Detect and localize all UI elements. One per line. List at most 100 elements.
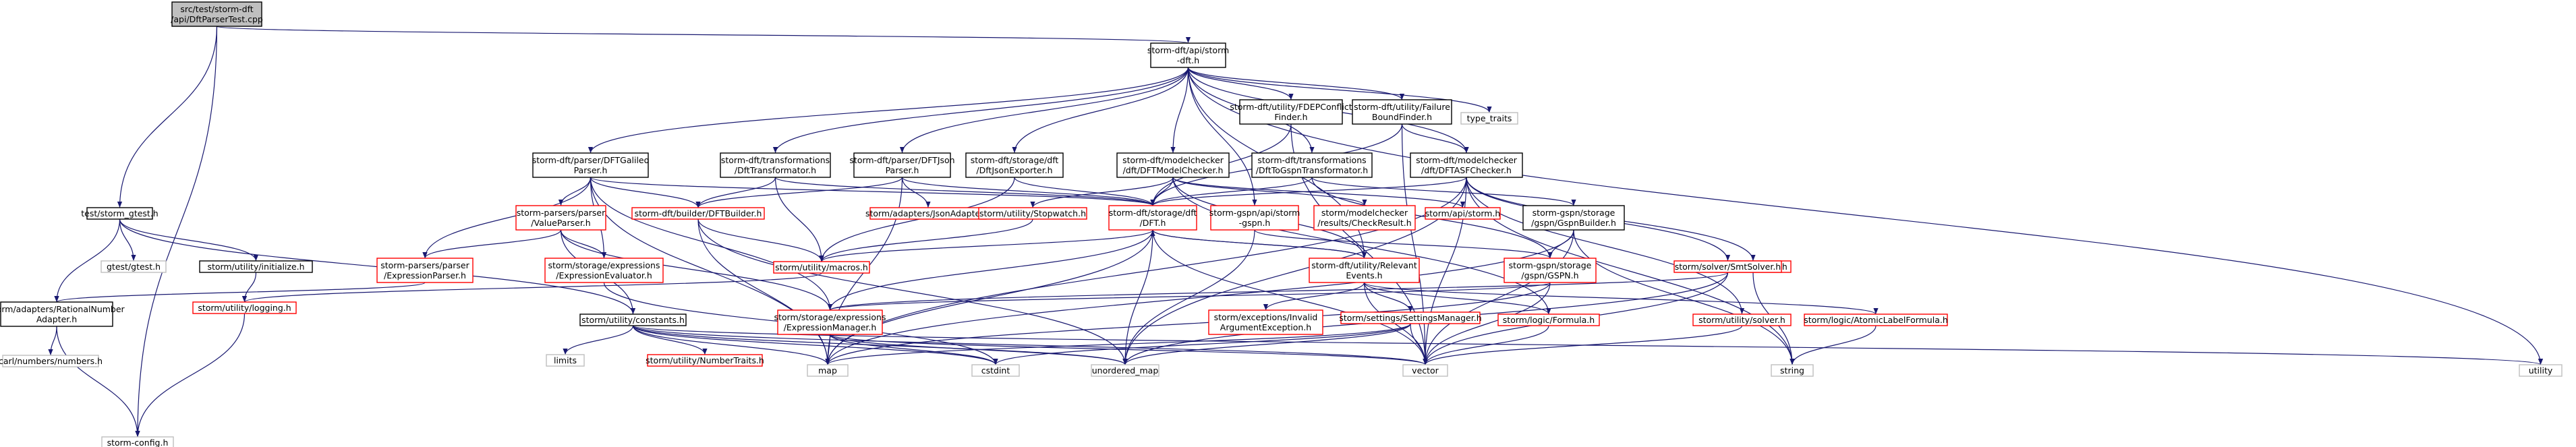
node-stopwatch[interactable]: storm/utility/Stopwatch.h — [978, 207, 1087, 220]
node-settingsmgr[interactable]: storm/settings/SettingsManager.h — [1339, 311, 1482, 324]
edge-storm_dft_h-to-dftjsonparser — [899, 67, 1189, 154]
edge-dft_h-to-vector — [1152, 229, 1428, 365]
edge-dfttransformator-to-dftbuilder — [695, 177, 776, 208]
node-box-exprparser — [376, 258, 474, 283]
node-utility[interactable]: utility — [2519, 364, 2563, 377]
node-label-gspn_h_api-line-1: storm-gspn/api/storm — [1209, 208, 1300, 218]
edge-dft_h-to-exprmanager — [827, 229, 1153, 311]
node-map[interactable]: map — [807, 364, 849, 377]
node-dfttransformator[interactable]: storm-dft/transformations/DftTransformat… — [720, 152, 831, 178]
node-numbertraits[interactable]: storm/utility/NumberTraits.h — [646, 354, 764, 367]
node-label-fdepconflict-line-1: storm-dft/utility/FDEPConflict — [1230, 102, 1352, 112]
node-dft_h[interactable]: storm-dft/storage/dft/DFT.h — [1108, 205, 1197, 231]
node-box-initialize_h — [199, 260, 313, 273]
node-label-cstdint-line-1: cstdint — [981, 365, 1010, 376]
node-label-solver_h-line-1: storm/utility/solver.h — [1698, 315, 1785, 325]
node-dftmodelchecker[interactable]: storm-dft/modelchecker/dft/DFTModelCheck… — [1116, 152, 1230, 178]
edge-exprmanager-to-cstdint — [829, 334, 998, 365]
node-storm_gtest_h[interactable]: test/storm_gtest.h — [81, 207, 159, 220]
node-label-dfttogspn-line-1: storm-dft/transformations — [1257, 155, 1366, 165]
node-gspnbuilder[interactable]: storm-gspn/storage/gspn/GspnBuilder.h — [1522, 205, 1625, 231]
edge-relevant-to-formula_h — [1363, 282, 1551, 315]
node-unordered_map[interactable]: unordered_map — [1091, 364, 1160, 377]
node-storm_config_h[interactable]: storm-config.h — [101, 436, 174, 447]
edge-storm_dft_h-to-dftgalileo — [588, 67, 1189, 154]
node-box-dfttogspn — [1251, 152, 1373, 178]
node-exprmanager[interactable]: storm/storage/expressions/ExpressionMana… — [774, 309, 886, 335]
node-box-dfttransformator — [720, 152, 831, 178]
node-dftjsonexporter[interactable]: storm-dft/storage/dft/DftJsonExporter.h — [965, 152, 1064, 178]
node-label-gspnbuilder-line-2: /gspn/GspnBuilder.h — [1531, 218, 1616, 228]
node-constants_h[interactable]: storm/utility/constants.h — [579, 314, 687, 326]
edge-dft_h-to-macros_h — [819, 229, 1153, 262]
node-atomiclabel[interactable]: storm/logic/AtomicLabelFormula.h — [1804, 314, 1948, 326]
node-smtsolver[interactable]: storm/solver/SmtSolver.h — [1673, 260, 1782, 273]
node-exprparser[interactable]: storm-parsers/parser/ExpressionParser.h — [376, 258, 474, 283]
node-box-carl_numbers — [2, 355, 99, 367]
node-label-storm_api-line-1: storm/api/storm.h — [1425, 208, 1501, 218]
node-vector[interactable]: vector — [1402, 364, 1448, 377]
node-label-atomiclabel-line-1: storm/logic/AtomicLabelFormula.h — [1804, 315, 1948, 325]
node-box-dftbuilder — [631, 207, 765, 220]
node-limits[interactable]: limits — [546, 354, 585, 367]
node-initialize_h[interactable]: storm/utility/initialize.h — [199, 260, 313, 273]
node-invalidarg[interactable]: storm/exceptions/InvalidArgumentExceptio… — [1208, 309, 1323, 335]
edge-storm_gtest_h-to-initialize_h — [119, 218, 259, 262]
node-type_traits[interactable]: type_traits — [1460, 112, 1518, 125]
node-solver_h[interactable]: storm/utility/solver.h — [1692, 314, 1792, 326]
node-box-vector — [1402, 364, 1448, 377]
edge-storm_dft_h-to-gspn_h_api — [1187, 67, 1257, 206]
node-dftasf[interactable]: storm-dft/modelchecker/dft/DFTASFChecker… — [1410, 152, 1523, 178]
node-cstdint[interactable]: cstdint — [971, 364, 1020, 377]
node-logging_h[interactable]: storm/utility/logging.h — [192, 301, 297, 314]
node-label-dfttransformator-line-2: /DftTransformator.h — [735, 165, 816, 175]
node-formula_h[interactable]: storm/logic/Formula.h — [1497, 314, 1600, 326]
node-dfttogspn[interactable]: storm-dft/transformations/DftToGspnTrans… — [1251, 152, 1373, 178]
node-gspn_h_api[interactable]: storm-gspn/api/storm-gspn.h — [1209, 205, 1300, 231]
node-jsonadapter[interactable]: storm/adapters/JsonAdapter.h — [865, 207, 991, 220]
node-expreval[interactable]: storm/storage/expressions/ExpressionEval… — [544, 258, 664, 283]
dependency-edges — [48, 26, 2544, 438]
edge-dftasf-to-solver_h — [1466, 177, 1745, 315]
node-label-type_traits-line-1: type_traits — [1467, 113, 1512, 123]
node-root[interactable]: src/test/storm-dft/api/DftParserTest.cpp — [171, 1, 263, 27]
node-label-expreval-line-1: storm/storage/expressions — [548, 260, 660, 270]
node-storm_dft_h[interactable]: storm-dft/api/storm-dft.h — [1147, 42, 1229, 68]
node-box-dftjsonparser — [853, 152, 951, 178]
node-box-cstdint — [971, 364, 1020, 377]
node-label-utility-line-1: utility — [2529, 365, 2553, 376]
node-checkresult[interactable]: storm/modelchecker/results/CheckResult.h — [1313, 205, 1416, 231]
edge-gspnbuilder-to-string — [1573, 229, 1795, 365]
node-label-failurebound-line-2: BoundFinder.h — [1372, 112, 1432, 122]
node-gspn_storage[interactable]: storm-gspn/storage/gspn/GSPN.h — [1504, 258, 1597, 283]
node-box-unordered_map — [1091, 364, 1160, 377]
edge-macros_h-to-logging_h — [242, 272, 822, 303]
node-gtest_h[interactable]: gtest/gtest.h — [101, 260, 167, 273]
node-label-smtsolver-line-1: storm/solver/SmtSolver.h — [1675, 262, 1781, 272]
node-box-type_traits — [1460, 112, 1518, 125]
node-macros_h[interactable]: storm/utility/macros.h — [773, 261, 870, 274]
node-label-rational_adapter-line-2: Adapter.h — [36, 314, 77, 324]
node-storm_api[interactable]: storm/api/storm.h — [1425, 207, 1501, 220]
node-label-dftasf-line-2: /dft/DFTASFChecker.h — [1421, 165, 1512, 175]
node-valueparser[interactable]: storm-parsers/parser/ValueParser.h — [515, 205, 606, 231]
node-label-expreval-line-2: /ExpressionEvaluator.h — [556, 270, 652, 280]
node-label-relevant-line-1: storm-dft/utility/Relevant — [1311, 260, 1417, 270]
edge-storm_dft_h-to-dfttransformator — [772, 67, 1189, 154]
node-carl_numbers[interactable]: carl/numbers/numbers.h — [0, 355, 103, 367]
node-dftbuilder[interactable]: storm-dft/builder/DFTBuilder.h — [631, 207, 765, 220]
node-label-stopwatch-line-1: storm/utility/Stopwatch.h — [979, 208, 1086, 218]
edge-settingsmgr-to-cstdint — [993, 323, 1411, 365]
edge-dftbuilder-to-macros_h — [697, 218, 824, 262]
node-string[interactable]: string — [1771, 364, 1814, 377]
node-box-gtest_h — [101, 260, 167, 273]
edge-dftjsonparser-to-jsonadapter — [901, 177, 931, 208]
node-label-dftjsonparser-line-1: storm-dft/parser/DFTJson — [849, 155, 954, 165]
